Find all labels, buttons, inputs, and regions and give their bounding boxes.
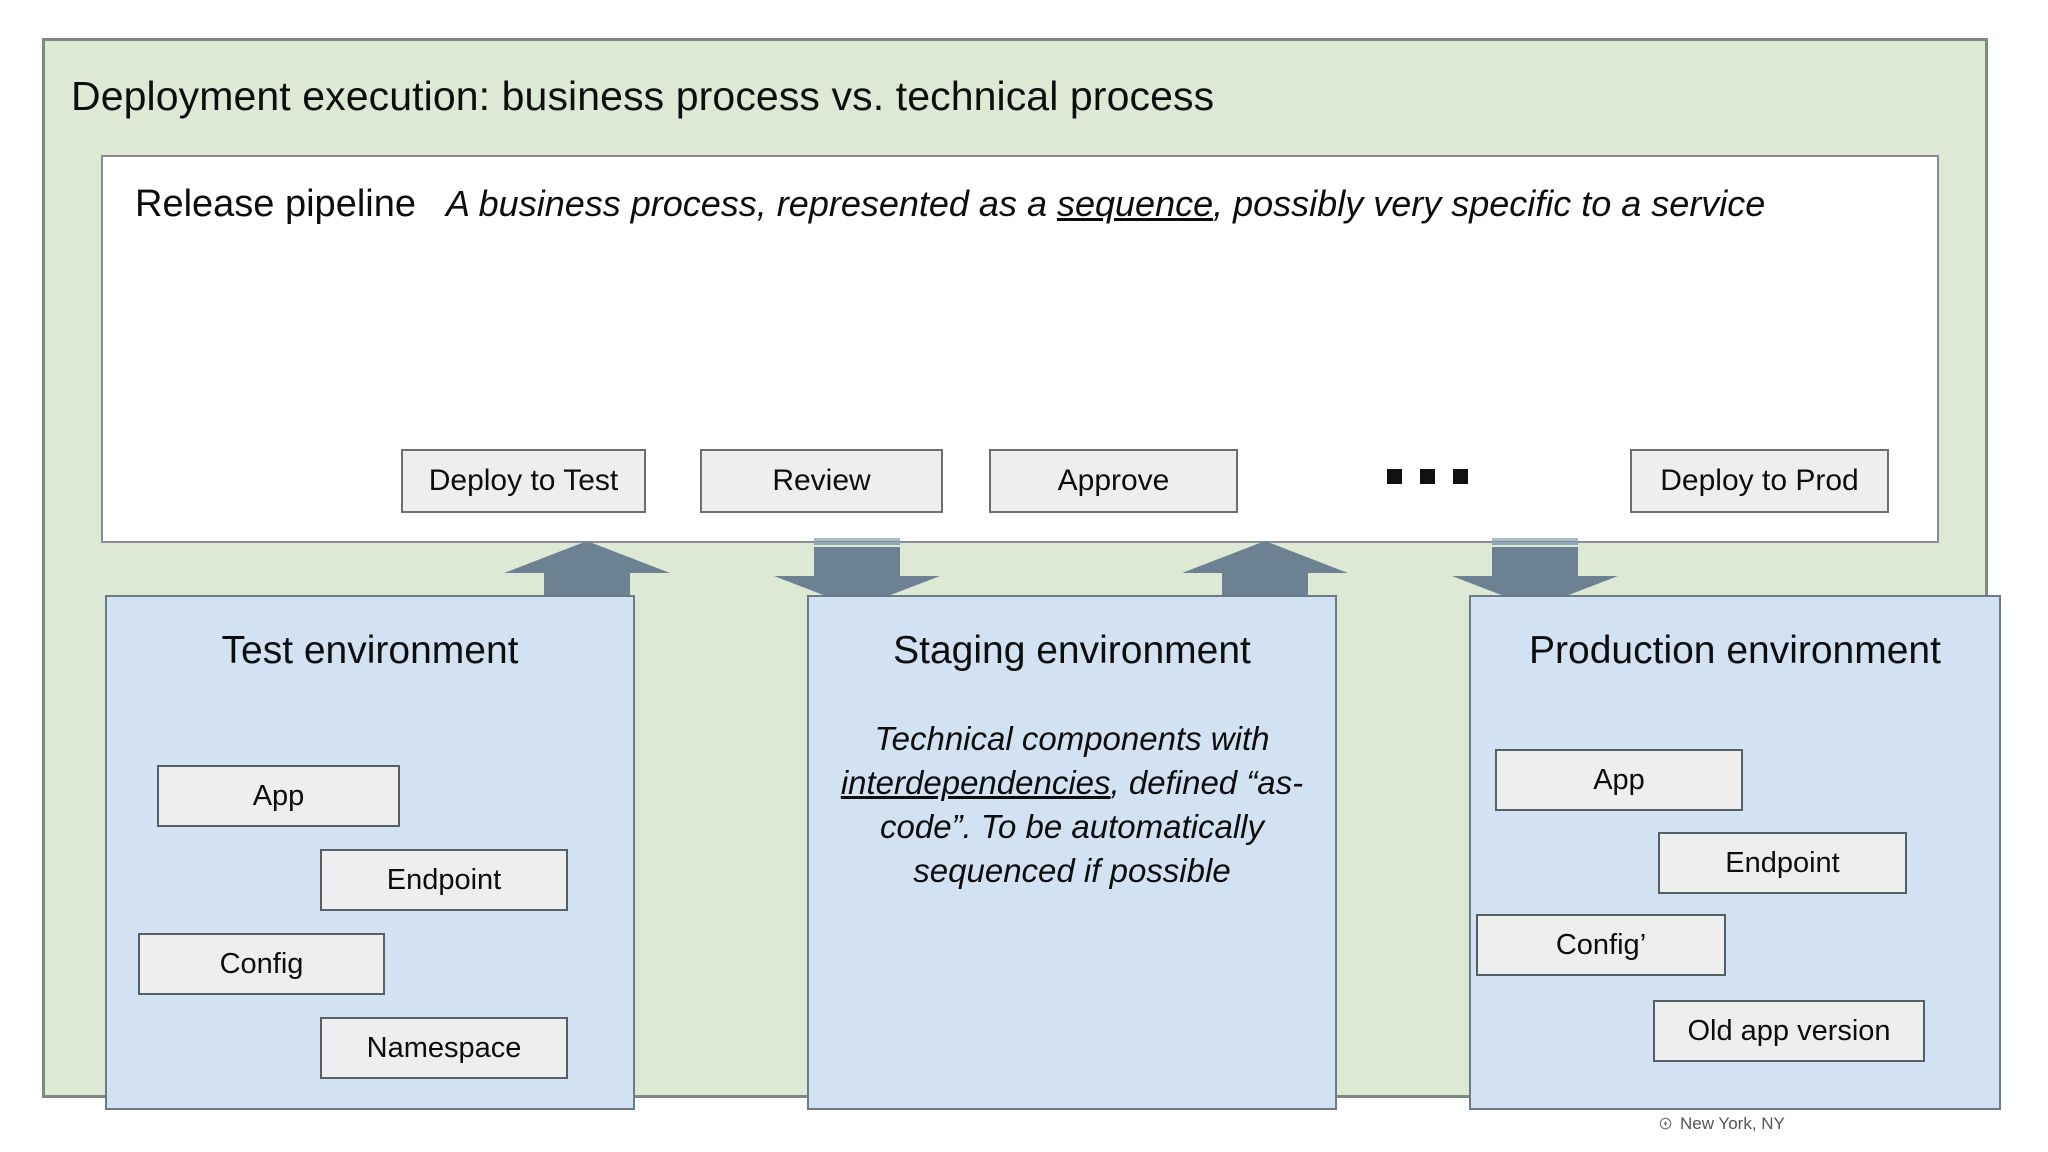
environment-note-staging: Technical components with interdependenc… bbox=[831, 717, 1313, 893]
slide-canvas: Deployment execution: business process v… bbox=[42, 38, 2001, 1110]
location-watermark-label: New York, NY bbox=[1680, 1114, 1785, 1133]
component-test-namespace[interactable]: Namespace bbox=[320, 1017, 568, 1079]
release-pipeline-card: Release pipeline A business process, rep… bbox=[101, 155, 1939, 543]
pipeline-step-deploy-to-prod[interactable]: Deploy to Prod bbox=[1630, 449, 1889, 513]
ellipsis-dot bbox=[1420, 469, 1435, 484]
pipeline-step-review[interactable]: Review bbox=[700, 449, 943, 513]
down-arrow-production bbox=[1450, 538, 1620, 610]
component-production-old-app-version[interactable]: Old app version bbox=[1653, 1000, 1925, 1062]
caption-emphasis-sequence: sequence bbox=[1056, 183, 1214, 224]
component-test-config[interactable]: Config bbox=[138, 933, 385, 995]
note-text-after: , defined “as-code”. To be automatically… bbox=[880, 763, 1304, 889]
down-arrow-staging bbox=[772, 538, 942, 610]
component-test-app[interactable]: App bbox=[157, 765, 400, 827]
note-text-before: Technical components with bbox=[874, 720, 1270, 757]
environment-title-production: Production environment bbox=[1529, 629, 1941, 672]
page-title: Deployment execution: business process v… bbox=[71, 73, 1215, 119]
pipeline-ellipsis bbox=[1387, 469, 1468, 484]
component-test-endpoint[interactable]: Endpoint bbox=[320, 849, 568, 911]
environment-title-staging: Staging environment bbox=[893, 629, 1251, 672]
environment-title-test: Test environment bbox=[221, 629, 519, 672]
caption-text-after: , possibly very specific to a service bbox=[1213, 183, 1766, 224]
ellipsis-dot bbox=[1387, 469, 1402, 484]
component-production-endpoint[interactable]: Endpoint bbox=[1658, 832, 1907, 894]
release-pipeline-label: Release pipeline bbox=[135, 183, 416, 225]
release-pipeline-heading: Release pipeline A business process, rep… bbox=[135, 183, 1917, 226]
component-production-app[interactable]: App bbox=[1495, 749, 1743, 811]
component-production-config[interactable]: Config’ bbox=[1476, 914, 1726, 976]
ellipsis-dot bbox=[1453, 469, 1468, 484]
pipeline-step-deploy-to-test[interactable]: Deploy to Test bbox=[401, 449, 646, 513]
location-pin-icon bbox=[1658, 1117, 1673, 1132]
environment-panel-staging: Staging environment Technical components… bbox=[807, 595, 1337, 1110]
caption-text-before: A business process, represented as a bbox=[445, 183, 1057, 224]
pipeline-step-approve[interactable]: Approve bbox=[989, 449, 1238, 513]
release-pipeline-caption: A business process, represented as a seq… bbox=[446, 183, 1765, 225]
note-emphasis-interdependencies: interdependencies bbox=[840, 763, 1111, 801]
location-watermark: New York, NY bbox=[1658, 1114, 1785, 1134]
environment-panel-test: Test environment App Endpoint Config Nam… bbox=[105, 595, 635, 1110]
environment-panel-production: Production environment App Endpoint Conf… bbox=[1469, 595, 2001, 1110]
